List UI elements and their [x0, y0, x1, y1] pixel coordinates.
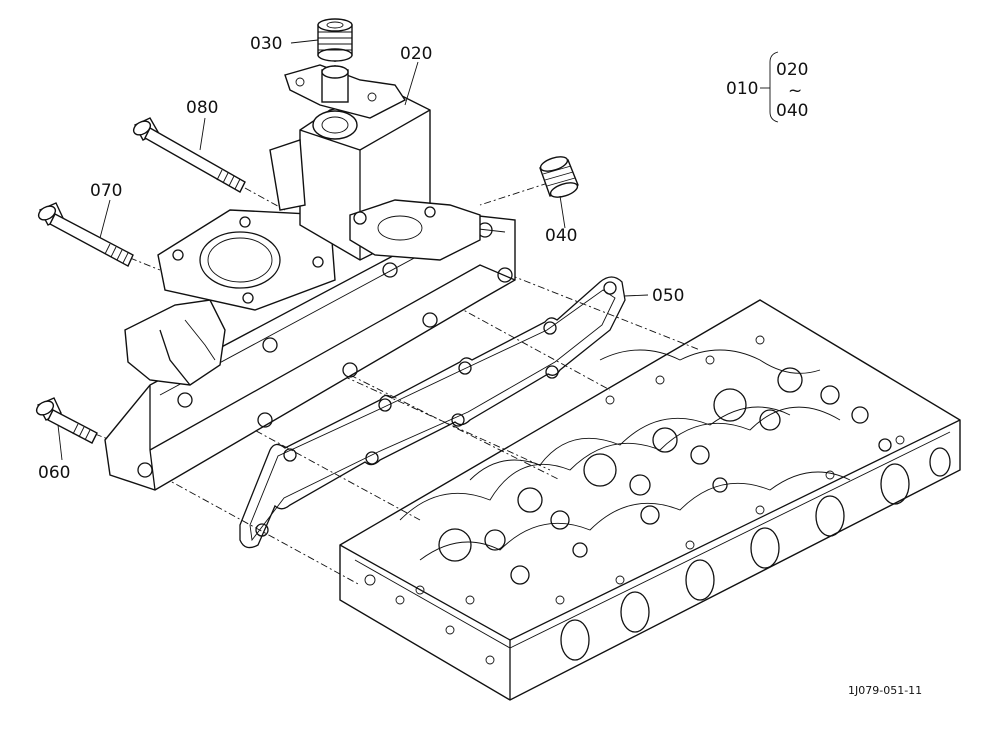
manifold-body — [104, 209, 516, 491]
callout-040: 040 — [545, 226, 577, 246]
leader-lines — [57, 39, 649, 461]
assembly-tilde: ~ — [788, 81, 802, 101]
gasket — [239, 276, 626, 549]
assembly-range: 010 020 ~ 040 — [726, 51, 808, 123]
cylinder-head — [339, 299, 961, 701]
plug-030 — [317, 18, 353, 62]
callout-020: 020 — [400, 44, 432, 64]
assembly-from-label: 020 — [776, 60, 808, 80]
callout-050: 050 — [652, 286, 684, 306]
bolt-070 — [37, 202, 134, 267]
assembly-parent-label: 010 — [726, 79, 758, 99]
plug-040 — [539, 156, 579, 198]
drawing-code: 1J079-051-11 — [848, 684, 922, 697]
callout-080: 080 — [186, 98, 218, 118]
callout-060: 060 — [38, 463, 70, 483]
bolt-060 — [35, 397, 98, 444]
callout-030: 030 — [250, 34, 282, 54]
callout-070: 070 — [90, 181, 122, 201]
assembly-to-label: 040 — [776, 101, 808, 121]
upper-housing — [269, 64, 481, 261]
bolt-080 — [132, 117, 246, 193]
